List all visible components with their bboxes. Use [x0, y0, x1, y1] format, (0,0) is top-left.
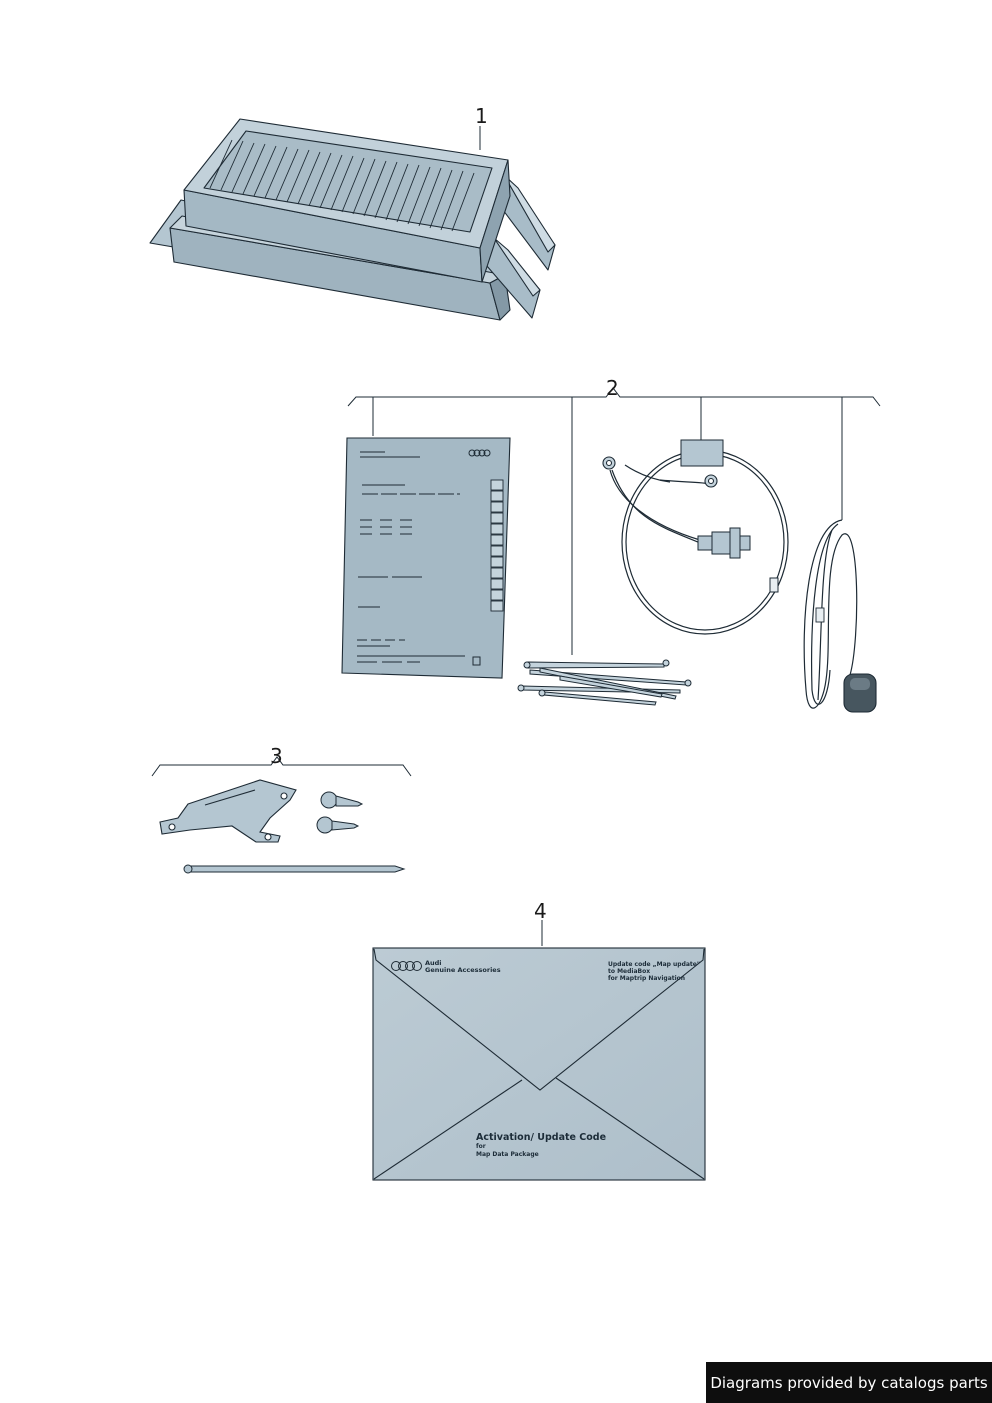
- callout-1-label: 1: [475, 104, 488, 128]
- envelope-activation-title: Activation/ Update Code: [476, 1132, 607, 1143]
- envelope-update-line2: to MediaBox: [608, 968, 651, 975]
- cable-clip: [680, 439, 779, 593]
- installation-manual: [341, 437, 511, 679]
- envelope-activation-for: for: [476, 1143, 486, 1150]
- media-box-module: [149, 118, 556, 321]
- footer-credit: Diagrams provided by catalogs parts: [706, 1362, 992, 1403]
- envelope-brand-line2: Genuine Accessories: [425, 966, 501, 974]
- gps-antenna: [803, 519, 877, 713]
- cable-ring-terminals: [602, 456, 718, 488]
- callout-3-bracket: [151, 756, 412, 777]
- envelope-brand: Audi Genuine Accessories: [425, 960, 501, 974]
- mounting-bracket: [159, 779, 297, 843]
- envelope-update-note: Update code „Map update" to MediaBox for…: [608, 961, 700, 982]
- envelope-brand-line1: Audi: [425, 959, 442, 967]
- callout-4-label: 4: [534, 899, 547, 923]
- screws: [316, 791, 364, 834]
- envelope-activation: Activation/ Update Code for Map Data Pac…: [476, 1132, 606, 1159]
- coax-connector: [697, 527, 751, 559]
- envelope-update-line3: for Maptrip Navigation: [608, 975, 686, 982]
- callout-2-bracket: [347, 387, 881, 655]
- long-cable-tie: [183, 864, 406, 874]
- envelope-update-line1: Update code „Map update": [608, 961, 700, 968]
- envelope-activation-package: Map Data Package: [476, 1151, 539, 1158]
- callout-3-label: 3: [270, 744, 283, 768]
- callout-2-label: 2: [606, 376, 619, 400]
- activation-code-envelope: [372, 947, 706, 1181]
- vent-grille: [209, 139, 475, 232]
- cable-ties: [517, 659, 692, 706]
